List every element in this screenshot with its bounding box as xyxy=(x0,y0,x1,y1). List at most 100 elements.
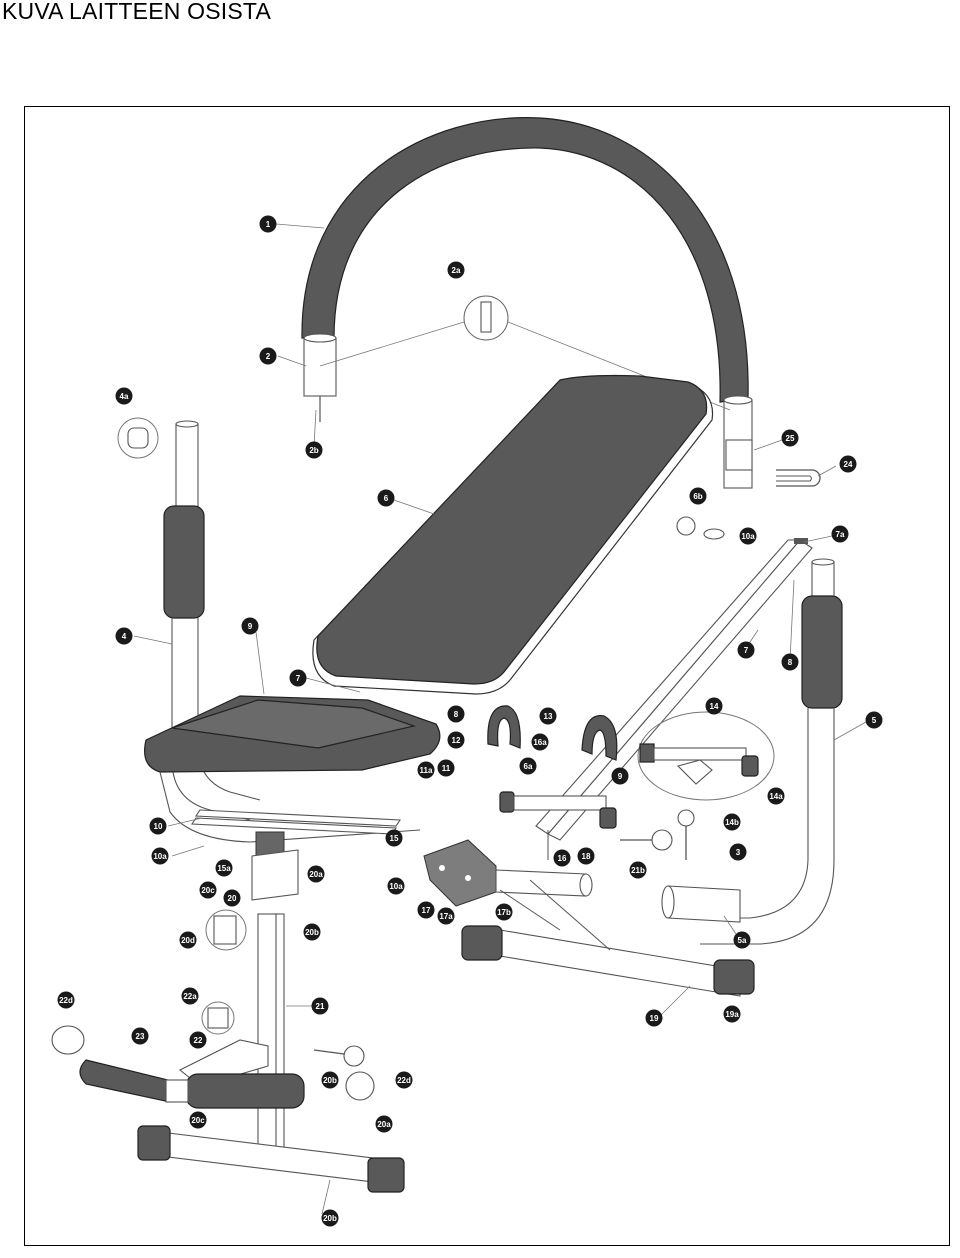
callout-10a-left: 10a xyxy=(151,847,169,865)
callout-22a: 22a xyxy=(181,987,199,1005)
arc-handle-foam xyxy=(301,117,749,403)
svg-text:7: 7 xyxy=(296,674,301,683)
callout-20: 20 xyxy=(223,889,241,907)
callout-2b: 2b xyxy=(305,441,323,459)
svg-text:16a: 16a xyxy=(533,738,547,747)
arc-handle-right-sleeve xyxy=(723,395,753,489)
svg-text:20b: 20b xyxy=(323,1076,337,1085)
front-base xyxy=(137,1125,405,1193)
callout-9b: 9 xyxy=(611,767,629,785)
callout-11: 11 xyxy=(437,759,455,777)
svg-text:3: 3 xyxy=(736,848,741,857)
svg-text:22d: 22d xyxy=(397,1076,411,1085)
callout-16a: 16a xyxy=(531,733,549,751)
knobs xyxy=(313,516,725,1067)
callout-20b-bottom: 20b xyxy=(321,1209,339,1227)
callout-17a: 17a xyxy=(437,907,455,925)
svg-text:14a: 14a xyxy=(769,792,783,801)
svg-text:2b: 2b xyxy=(309,446,318,455)
svg-text:13: 13 xyxy=(544,712,553,721)
pin-detail-circle xyxy=(319,295,731,411)
callout-5: 5 xyxy=(865,711,883,729)
callout-8-left: 8 xyxy=(447,705,465,723)
svg-text:22a: 22a xyxy=(183,992,197,1001)
callout-3: 3 xyxy=(729,843,747,861)
svg-text:5a: 5a xyxy=(738,936,747,945)
callout-14: 14 xyxy=(705,697,723,715)
svg-text:21b: 21b xyxy=(631,866,645,875)
callout-17: 17 xyxy=(417,901,435,919)
svg-text:20a: 20a xyxy=(377,1120,391,1129)
svg-text:20b: 20b xyxy=(323,1214,337,1223)
callout-15a: 15a xyxy=(215,859,233,877)
callout-14b: 14b xyxy=(723,813,741,831)
callout-badges: 1 2a 2 2b 4a 4 6 25 24 6b 10a 7a 9 7 8 7… xyxy=(57,215,883,1227)
svg-text:20c: 20c xyxy=(191,1116,205,1125)
callout-20c-top: 20c xyxy=(199,881,217,899)
callout-11a: 11a xyxy=(417,761,435,779)
callout-20d: 20d xyxy=(179,931,197,949)
arc-handle-left-sleeve xyxy=(303,333,337,422)
svg-text:16: 16 xyxy=(558,854,567,863)
page-title: KUVA LAITTEEN OSISTA xyxy=(2,0,271,24)
svg-text:10: 10 xyxy=(154,822,163,831)
svg-text:1: 1 xyxy=(266,220,271,229)
callout-18: 18 xyxy=(577,847,595,865)
callout-16: 16 xyxy=(553,849,571,867)
callout-22d-left: 22d xyxy=(57,991,75,1009)
svg-text:24: 24 xyxy=(844,460,853,469)
callout-10a-mid: 10a xyxy=(387,877,405,895)
svg-text:5: 5 xyxy=(872,716,877,725)
svg-text:20c: 20c xyxy=(201,886,215,895)
callout-10: 10 xyxy=(149,817,167,835)
svg-text:14b: 14b xyxy=(725,818,739,827)
svg-text:12: 12 xyxy=(452,736,461,745)
svg-text:20b: 20b xyxy=(305,928,319,937)
svg-text:22: 22 xyxy=(194,1036,203,1045)
callout-20c-bottom: 20c xyxy=(189,1111,207,1129)
svg-text:9: 9 xyxy=(248,622,253,631)
callout-20a-top: 20a xyxy=(307,865,325,883)
callout-13: 13 xyxy=(539,707,557,725)
svg-text:19a: 19a xyxy=(725,1010,739,1019)
cross-tube xyxy=(499,791,617,860)
svg-text:23: 23 xyxy=(136,1032,145,1041)
svg-text:9: 9 xyxy=(618,772,623,781)
svg-text:8: 8 xyxy=(454,710,459,719)
svg-text:2: 2 xyxy=(266,352,271,361)
callout-20a-bottom: 20a xyxy=(375,1115,393,1133)
svg-text:14: 14 xyxy=(710,702,719,711)
callout-8-right: 8 xyxy=(781,653,799,671)
seat-frame-rail xyxy=(191,809,401,835)
callout-20b-top: 20b xyxy=(303,923,321,941)
callout-21: 21 xyxy=(311,997,329,1015)
svg-text:25: 25 xyxy=(786,434,795,443)
svg-text:17: 17 xyxy=(422,906,431,915)
callout-6b: 6b xyxy=(689,487,707,505)
callout-4: 4 xyxy=(115,627,133,645)
svg-text:2a: 2a xyxy=(452,266,461,275)
back-pad xyxy=(312,374,714,695)
rear-base xyxy=(461,869,755,997)
svg-text:17a: 17a xyxy=(439,912,453,921)
callout-6: 6 xyxy=(377,489,395,507)
svg-text:4a: 4a xyxy=(120,392,129,401)
svg-text:10a: 10a xyxy=(389,882,403,891)
callout-19: 19 xyxy=(645,1009,663,1027)
callout-22: 22 xyxy=(189,1031,207,1049)
callout-19a: 19a xyxy=(723,1005,741,1023)
callout-4a: 4a xyxy=(115,387,133,405)
svg-text:17b: 17b xyxy=(497,908,511,917)
callout-6a: 6a xyxy=(519,757,537,775)
leader-lines xyxy=(133,223,867,1215)
svg-text:15: 15 xyxy=(390,834,399,843)
svg-text:21: 21 xyxy=(316,1002,325,1011)
callout-10a-top: 10a xyxy=(739,527,757,545)
svg-text:20d: 20d xyxy=(181,936,195,945)
svg-text:10a: 10a xyxy=(741,532,755,541)
svg-text:7a: 7a xyxy=(836,530,845,539)
callout-25: 25 xyxy=(781,429,799,447)
callout-24: 24 xyxy=(839,455,857,473)
svg-text:11: 11 xyxy=(442,764,451,773)
